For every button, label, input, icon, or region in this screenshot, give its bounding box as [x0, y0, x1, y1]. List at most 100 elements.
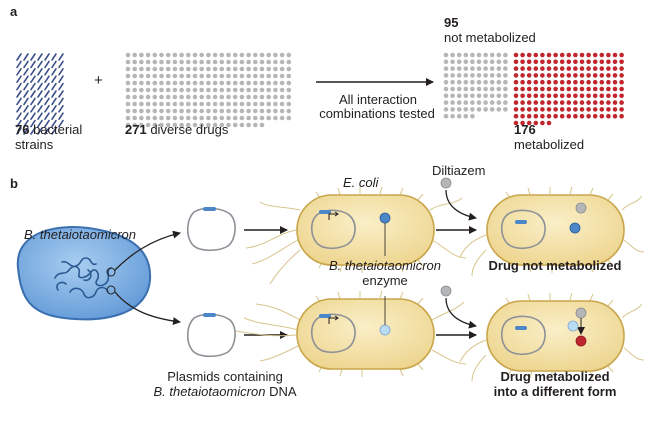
not-metabolized-dot: [483, 73, 488, 78]
drug-dot: [145, 66, 151, 72]
drug-dot: [259, 73, 265, 79]
not-metabolized-dot: [476, 86, 482, 92]
drug-dot: [279, 101, 285, 107]
metabolized-dot: [592, 86, 598, 92]
plasmids-label-2-italic: B. thetaiotaomicron: [153, 384, 266, 399]
strains-text-2: strains: [15, 137, 54, 152]
drug-dot: [253, 122, 258, 128]
strain-mark: [51, 90, 57, 98]
strain-mark: [58, 112, 64, 120]
drug-dot: [226, 122, 231, 128]
drug-dot: [212, 101, 218, 107]
not-metabolized-dot: [443, 66, 449, 71]
metabolized-dot: [586, 86, 591, 92]
not-metabolized-dot: [450, 113, 455, 119]
drug-dot: [273, 101, 278, 107]
metabolized-dot: [553, 113, 558, 119]
metabolized-dot: [553, 107, 558, 112]
drug-dot: [273, 87, 278, 93]
strain-mark: [23, 105, 29, 113]
metabolized-dot: [579, 107, 585, 112]
metabolized-dot: [579, 59, 585, 65]
metabolized-dot: [540, 52, 545, 58]
drug-dot: [226, 52, 231, 58]
drug-dot: [145, 80, 151, 86]
drug-dot: [226, 73, 231, 79]
drug-dot: [199, 59, 204, 65]
strain-mark: [30, 75, 36, 83]
metabolized-dot: [553, 86, 558, 92]
drug-dot: [145, 94, 151, 100]
ecoli-cell-bottom: [235, 290, 467, 377]
strain-mark: [37, 68, 43, 76]
metabolized-dot: [540, 120, 545, 126]
not-metabolized-dot: [450, 59, 455, 65]
strain-mark: [30, 119, 36, 128]
drug-dot: [139, 73, 144, 79]
not-metabolized-dot: [456, 107, 462, 112]
drug-dot: [266, 94, 272, 100]
metabolized-dot: [592, 73, 598, 78]
drug-dot: [139, 101, 144, 107]
strain-mark: [23, 68, 29, 76]
drug-dot: [279, 66, 285, 72]
metabolized-dot: [619, 86, 624, 92]
metabolized-text: metabolized: [514, 137, 585, 152]
drug-dot: [279, 80, 285, 86]
metabolized-dot: [579, 93, 585, 99]
metabolized-dot: [619, 52, 624, 58]
strain-mark: [37, 53, 43, 61]
strain-mark: [23, 90, 29, 98]
strain-mark: [58, 53, 64, 61]
drug-dot: [279, 73, 285, 79]
not-metabolized-dot: [463, 52, 469, 58]
metabolized-dot: [540, 100, 545, 105]
strain-mark: [44, 97, 50, 106]
drug-dot: [279, 108, 285, 114]
drug-dot: [179, 73, 184, 79]
metabolized-dot: [520, 100, 525, 105]
not-metabolized-dot: [463, 86, 469, 92]
metabolized-dot: [553, 93, 558, 99]
metabolized-dot: [612, 86, 618, 92]
not-metabolized-dot: [456, 86, 462, 92]
drug-dot: [279, 94, 285, 100]
metabolized-dot: [592, 59, 598, 65]
drug-dot: [206, 52, 211, 58]
drug-dot: [152, 115, 158, 121]
metabolized-dot: [526, 113, 532, 119]
strain-mark: [44, 90, 50, 98]
drug-dot: [266, 73, 272, 79]
drug-dot: [226, 101, 231, 107]
not-metabolized-dot: [503, 59, 508, 65]
strain-mark: [16, 119, 22, 128]
drug-dot: [139, 52, 144, 58]
strain-mark: [58, 68, 64, 76]
drug-dot: [246, 66, 251, 72]
metabolized-dot: [573, 79, 578, 85]
arrow-to-plasmid-top: [114, 230, 181, 271]
drug-dot: [172, 66, 178, 72]
drug-dot: [239, 108, 245, 114]
arrow-to-plasmid-bottom: [114, 291, 181, 326]
metabolized-dot: [606, 52, 611, 58]
drug-dot: [246, 87, 251, 93]
metabolized-dot: [513, 120, 519, 126]
drug-dot: [199, 122, 204, 128]
drugs-text: diverse drugs: [150, 122, 229, 137]
not-metabolized-dot: [489, 52, 495, 58]
drug-dot: [179, 94, 184, 100]
metabolized-dot: [599, 107, 605, 112]
metabolized-dot: [592, 66, 598, 71]
drug-dot: [259, 80, 265, 86]
strain-mark: [30, 97, 36, 106]
metabolized-dot: [566, 113, 572, 119]
drug-dot: [179, 122, 184, 128]
metabolized-dot: [533, 113, 539, 119]
drug-dot: [199, 66, 204, 72]
metabolized-dot: [546, 52, 552, 58]
not-metabolized-dot: [483, 79, 488, 85]
drug-dot: [239, 94, 245, 100]
not-metabolized-dot: [496, 107, 502, 112]
not-metabolized-dot: [470, 86, 475, 92]
